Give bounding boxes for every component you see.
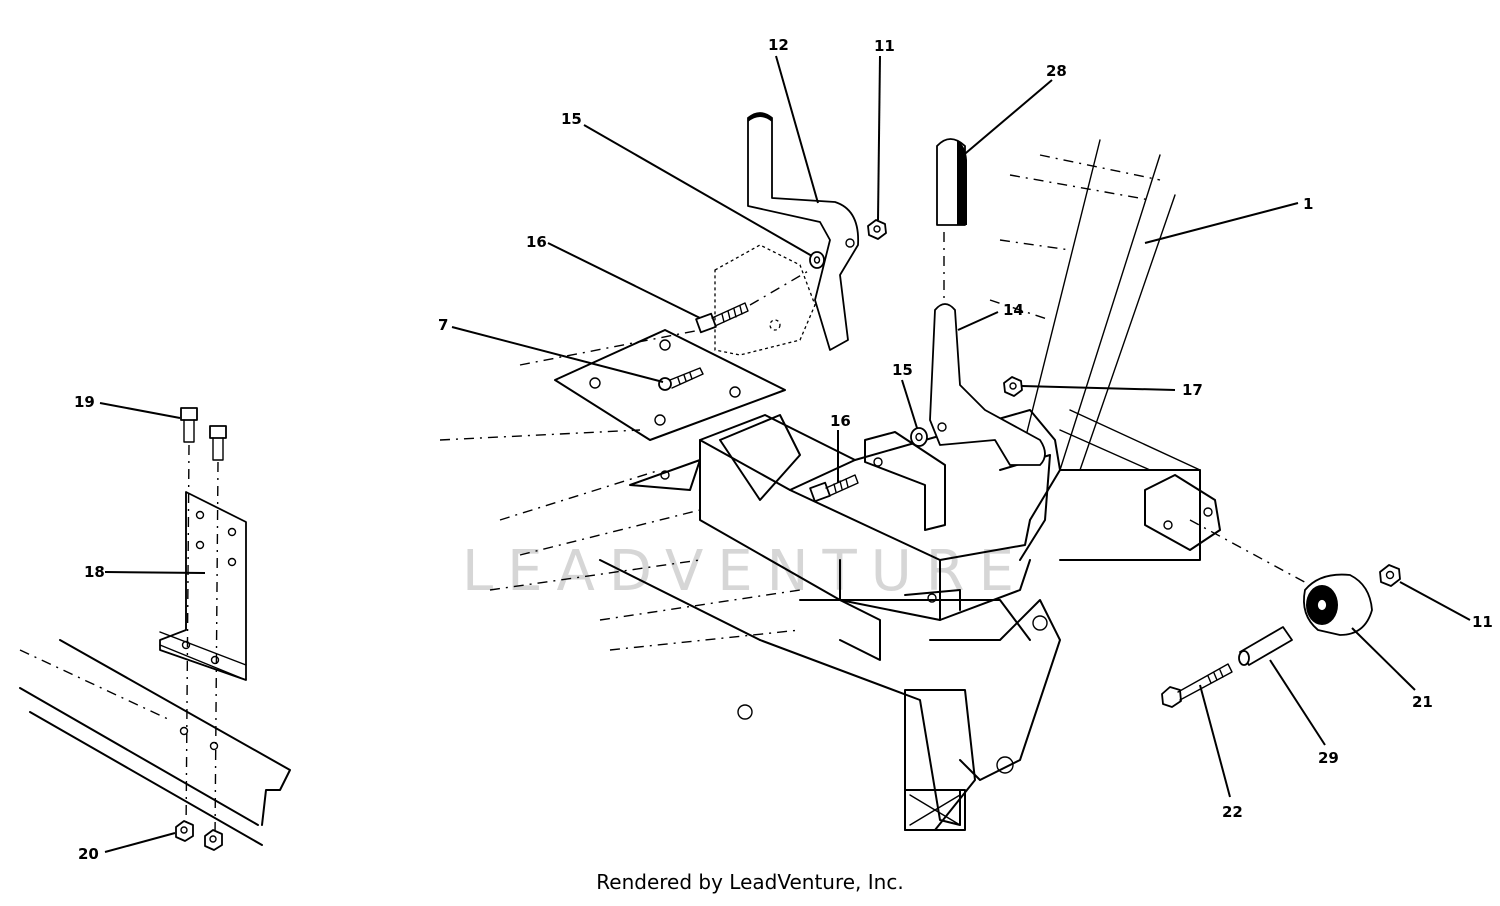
- bolts-19: [180, 407, 227, 839]
- callout-20: 20: [78, 845, 99, 863]
- callout-28: 28: [1046, 62, 1067, 80]
- callout-16-upper: 16: [526, 233, 547, 251]
- callout-18: 18: [84, 563, 105, 581]
- lever-14: [929, 232, 1046, 466]
- spacer-29: [1238, 626, 1293, 666]
- lever-12: [747, 112, 859, 351]
- callout-labels: 12 11 28 1 15 16 7 14 15 16 17 11 21 29 …: [74, 36, 1493, 863]
- callout-11-right: 11: [1472, 613, 1493, 631]
- washer-15-upper: [809, 251, 825, 269]
- inset-rail: [19, 639, 291, 846]
- nut-11-right: [1379, 564, 1401, 587]
- callout-7: 7: [438, 316, 448, 334]
- frame-rails: [439, 139, 1201, 651]
- bolt-16-upper: [695, 269, 811, 334]
- leader-lines: [99, 55, 1471, 853]
- callout-15-lower: 15: [892, 361, 913, 379]
- callout-29: 29: [1318, 749, 1339, 767]
- callout-19: 19: [74, 393, 95, 411]
- callout-22: 22: [1222, 803, 1243, 821]
- nuts-20: [175, 820, 223, 851]
- bracket-18: [159, 491, 247, 681]
- callout-21: 21: [1412, 693, 1433, 711]
- nut-17: [1003, 376, 1023, 397]
- callout-14: 14: [1003, 301, 1024, 319]
- callout-12: 12: [768, 36, 789, 54]
- nut-11-upper: [867, 219, 887, 240]
- bolt-7: [658, 367, 704, 391]
- grip-28: [936, 138, 967, 226]
- callout-15-upper: 15: [561, 110, 582, 128]
- footer-credit: Rendered by LeadVenture, Inc.: [596, 870, 904, 894]
- washer-15-lower: [910, 427, 928, 447]
- callout-1: 1: [1303, 195, 1313, 213]
- bumper-21: [1303, 573, 1373, 636]
- callout-17: 17: [1182, 381, 1203, 399]
- bolt-22: [1161, 663, 1233, 708]
- frame-bracket-right: [1144, 474, 1311, 586]
- callout-16-lower: 16: [830, 412, 851, 430]
- callout-11-top: 11: [874, 37, 895, 55]
- pivot-plate-dotted: [714, 244, 816, 356]
- pivot-bracket-16: [864, 431, 946, 531]
- bolt-16-lower: [809, 474, 859, 503]
- frame-main-body: [554, 329, 1061, 831]
